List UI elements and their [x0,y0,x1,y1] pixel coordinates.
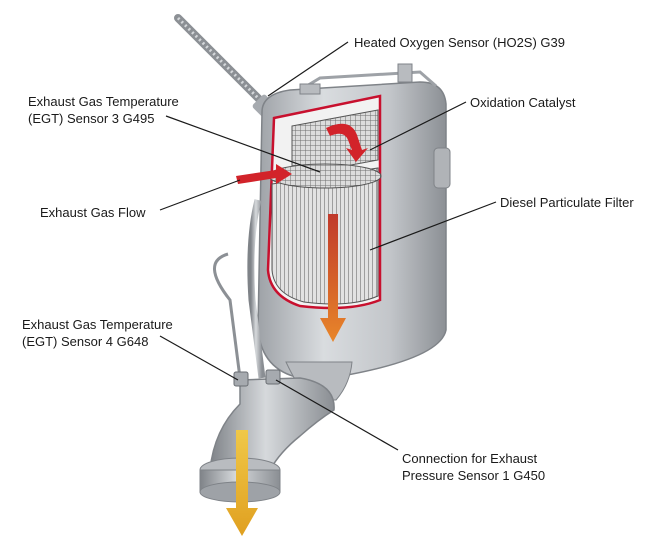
label-exhaust-pressure-sensor: Connection for Exhaust Pressure Sensor 1… [402,450,545,484]
flow-arrows [226,123,368,536]
sensor-leads [213,199,266,379]
leader-egt4 [159,335,239,381]
label-egt4-line2: (EGT) Sensor 4 G648 [22,334,149,349]
leader-egt3 [165,115,321,173]
leader-flow [159,179,241,211]
label-oxidation-catalyst: Oxidation Catalyst [470,94,576,111]
label-ho2s-text: Heated Oxygen Sensor (HO2S) G39 [354,35,565,50]
label-egt3-line2: (EGT) Sensor 3 G495 [28,111,155,126]
label-egt-sensor-3: Exhaust Gas Temperature (EGT) Sensor 3 G… [28,93,179,127]
leader-oxcat [369,101,467,151]
outlet-elbow [199,369,335,503]
label-exhaust-gas-flow: Exhaust Gas Flow [40,204,146,221]
label-press-line1: Connection for Exhaust [402,451,538,466]
label-egt-sensor-4: Exhaust Gas Temperature (EGT) Sensor 4 G… [22,316,173,350]
label-egt4-line1: Exhaust Gas Temperature [22,317,173,332]
leader-ho2s [267,41,349,97]
outlet-flow-arrow [226,430,258,536]
leader-dpf [369,201,497,251]
cutaway-section [266,94,382,310]
particulate-filter-block [271,167,379,305]
catalyst-flow-arrow [326,123,368,162]
label-press-line2: Pressure Sensor 1 G450 [402,468,546,483]
leader-press [275,379,399,451]
label-oxcat-text: Oxidation Catalyst [470,95,576,110]
label-diesel-particulate-filter: Diesel Particulate Filter [500,194,634,211]
leader-lines [159,41,497,451]
filter-flow-arrow [320,214,346,342]
inlet-flow-arrow [236,164,292,184]
label-flow-text: Exhaust Gas Flow [40,205,146,220]
label-heated-oxygen-sensor: Heated Oxygen Sensor (HO2S) G39 [354,34,565,51]
label-dpf-text: Diesel Particulate Filter [500,195,634,210]
label-egt3-line1: Exhaust Gas Temperature [28,94,179,109]
